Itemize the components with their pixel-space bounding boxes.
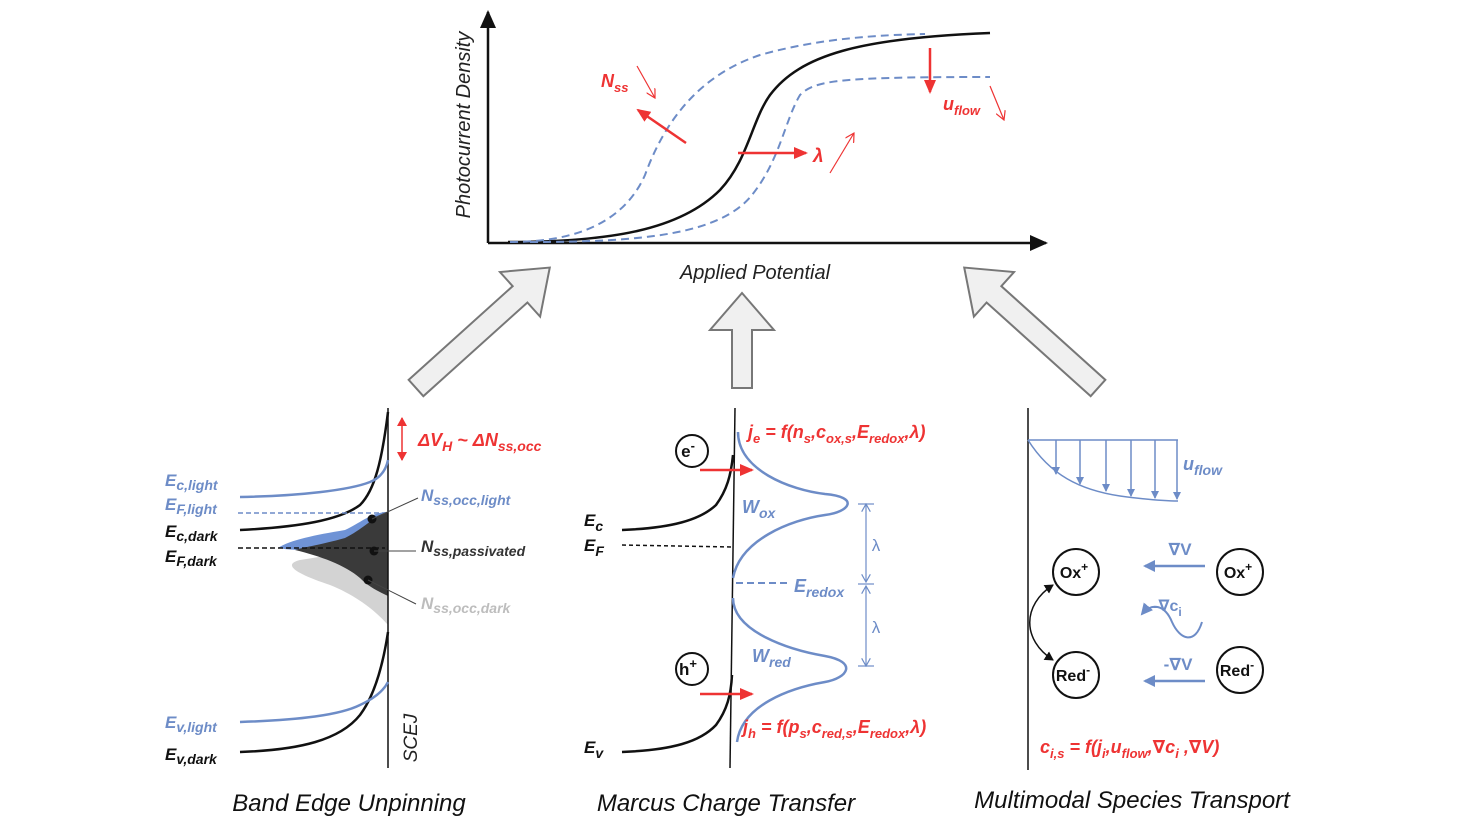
red-label-bulk: Red- (1220, 658, 1254, 680)
cis-equation: ci,s = f(ji,uflow,∇ci ,∇V) (1040, 737, 1219, 761)
nss-occ-light-leader (371, 497, 419, 520)
neg-grad-v-label: -∇V (1164, 655, 1194, 674)
ox-label-near: Ox+ (1060, 560, 1088, 582)
interface-line (729, 407, 736, 769)
red-label-near: Red- (1056, 663, 1090, 685)
redox-exchange-arrow (1029, 584, 1054, 661)
ox-label-bulk: Ox+ (1224, 560, 1252, 582)
uflow-trend-arrow (989, 85, 1004, 120)
red-species-bulk (1216, 646, 1264, 694)
je-equation: je = f(ns,cox,s,Eredox,λ) (746, 422, 925, 446)
ec-band (621, 454, 735, 532)
band-edge-title: Band Edge Unpinning (232, 790, 466, 817)
x-axis-label: Applied Potential (679, 262, 831, 284)
electron-badge (675, 434, 709, 468)
w-ox-label: Wox (742, 497, 777, 521)
lambda-label-upper: λ (872, 536, 881, 555)
ec-light-band (239, 459, 390, 499)
ox-species-near (1052, 548, 1100, 596)
nss-occ-light-label: Nss,occ,light (421, 486, 512, 508)
transport-title: Multimodal Species Transport (974, 787, 1291, 814)
marcus-title: Marcus Charge Transfer (597, 790, 856, 817)
right-hollow-arrow (962, 266, 1107, 398)
nss-label: Nss (601, 71, 628, 95)
ev-light-band (239, 681, 390, 724)
uflow-label: uflow (943, 94, 981, 118)
scej-label: SCEJ (401, 713, 422, 762)
uflow-label: uflow (1183, 454, 1223, 478)
marcus-panel: Ec EF Ev Wox Wred Eredox λ λ e- h+ je = … (584, 407, 926, 817)
ef-line (621, 544, 734, 548)
neg-grad-c-label: -∇ci (1153, 598, 1182, 619)
ox-species-bulk (1216, 548, 1264, 596)
hole-label: h+ (679, 656, 697, 679)
lambda-label: λ (812, 146, 824, 167)
ef-light-label: EF,light (165, 495, 218, 517)
ef-label: EF (584, 536, 604, 559)
ev-dark-band (239, 631, 390, 754)
grad-v-label: ∇V (1168, 540, 1192, 559)
ec-dark-band (239, 411, 390, 532)
lambda-label-lower: λ (872, 618, 881, 637)
hole-badge (675, 652, 709, 686)
electron-label: e- (681, 438, 695, 461)
diffusion-wave-arrow (1140, 602, 1203, 639)
e-redox-label: Eredox (794, 576, 845, 600)
nss-trend-arrow (636, 65, 655, 98)
center-hollow-arrow (707, 291, 777, 389)
ec-dark-label: Ec,dark (165, 522, 219, 544)
lambda-shifted-curve (529, 76, 991, 243)
photocurrent-plot: Applied Potential Photocurrent Density N… (453, 10, 1048, 284)
flow-profile-curve (1027, 439, 1179, 502)
ev-label: Ev (584, 738, 604, 761)
flow-arrows (407, 266, 1107, 398)
delta-vh-label: ΔVH ~ ΔNss,occ (417, 430, 542, 454)
ef-dark-label: EF,dark (165, 547, 218, 569)
nss-passivated-region (295, 512, 388, 596)
jh-equation: jh = f(ps,cred,s,Eredox,λ) (741, 717, 926, 741)
w-ox-curve (731, 431, 849, 579)
ev-dark-label: Ev,dark (165, 745, 218, 767)
lambda-trend-arrow (829, 133, 854, 174)
y-axis-label: Photocurrent Density (453, 31, 475, 219)
ev-light-label: Ev,light (165, 713, 218, 735)
nss-occ-dark-leader (367, 579, 417, 605)
red-species-near (1052, 651, 1100, 699)
nss-arrow (636, 108, 687, 145)
baseline-curve (507, 31, 991, 244)
ec-label: Ec (584, 511, 603, 534)
nss-occ-dark-label: Nss,occ,dark (421, 594, 512, 616)
ec-light-label: Ec,light (165, 471, 219, 493)
w-red-curve (731, 597, 848, 743)
transport-panel: uflow Ox+ Red- Ox+ Red- ∇V -∇ci -∇V ci,s… (974, 408, 1291, 814)
ev-band (621, 674, 734, 754)
nss-passivated-label: Nss,passivated (421, 537, 526, 559)
nss-shifted-curve (509, 33, 926, 243)
left-hollow-arrow (407, 266, 552, 398)
band-edge-panel: SCEJ Ec,light EF,light Ec,dark EF,dark E… (165, 408, 542, 817)
w-red-label: Wred (752, 646, 791, 670)
